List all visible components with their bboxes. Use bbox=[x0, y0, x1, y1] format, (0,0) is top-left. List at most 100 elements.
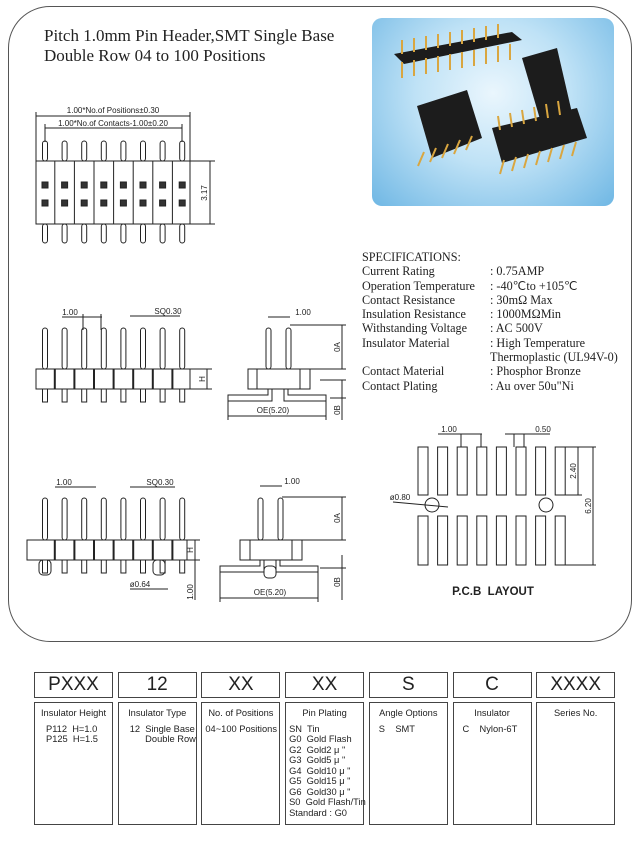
pin bbox=[159, 140, 166, 162]
pin bbox=[61, 140, 68, 162]
contact-square bbox=[61, 199, 69, 207]
side-view-2-drawing: 1.00 SQ0.30 H ø0.64 1.00 1.00 0A 0B OE(5… bbox=[26, 477, 346, 602]
pin-stub bbox=[100, 559, 107, 574]
order-option: S SMT bbox=[378, 723, 415, 734]
pcb-pad bbox=[476, 446, 488, 496]
dim-pad-width: 0.50 bbox=[535, 425, 551, 434]
spec-label: Contact Resistance bbox=[362, 292, 456, 307]
order-code-box: C bbox=[452, 672, 532, 698]
order-option: 12 Single Base bbox=[129, 723, 195, 734]
pin bbox=[81, 223, 88, 244]
side-view-1-drawing: 1.00 SQ0.30 H 1.00 0A 0B OE(5.20) bbox=[35, 307, 346, 420]
order-code-box: S bbox=[368, 672, 448, 698]
contact-square bbox=[41, 181, 49, 189]
pin-stub bbox=[61, 559, 68, 574]
spec-value: Thermoplastic (UL94V-0) bbox=[490, 350, 618, 365]
dim-overall-length: 1.00*No.of Positions±0.30 bbox=[67, 106, 160, 115]
order-heading: Insulator bbox=[474, 708, 510, 718]
pin bbox=[179, 140, 186, 162]
pin bbox=[100, 497, 107, 541]
order-option: S0 Gold Flash/Tin bbox=[289, 797, 366, 807]
pin-stub bbox=[179, 559, 186, 574]
order-heading: Series No. bbox=[553, 708, 598, 718]
spec-label: Contact Material bbox=[362, 364, 445, 379]
pcb-pad bbox=[417, 515, 429, 566]
pin bbox=[140, 223, 146, 244]
spec-label: Insulation Resistance bbox=[362, 307, 466, 322]
order-option: G0 Gold Flash bbox=[289, 734, 352, 744]
pin-stub bbox=[120, 388, 127, 403]
spec-row: Contact Material : Phosphor Bronze bbox=[362, 364, 618, 378]
spec-value: : 1000MΩMin bbox=[490, 307, 562, 322]
contact-square bbox=[159, 199, 167, 207]
order-option: G2 Gold2 μ " bbox=[289, 744, 346, 755]
order-option: P125 H=1.5 bbox=[46, 734, 98, 744]
pcb-pad bbox=[417, 446, 429, 496]
dim-pcb-pitch: 1.00 bbox=[441, 425, 457, 434]
order-code-box: 12 bbox=[117, 672, 197, 698]
pcb-pad bbox=[554, 446, 566, 496]
pcb-pad bbox=[515, 515, 527, 566]
spec-value: : Phosphor Bronze bbox=[490, 364, 581, 379]
dim-side-pitch: 1.00 bbox=[295, 308, 311, 317]
order-option: P112 H=1.0 bbox=[46, 723, 98, 734]
contact-square bbox=[178, 199, 186, 207]
pin bbox=[179, 497, 186, 541]
pin bbox=[179, 223, 186, 244]
pin bbox=[120, 140, 127, 162]
datasheet-frame bbox=[8, 6, 632, 642]
dim-post-dia: ø0.64 bbox=[130, 580, 151, 589]
dim-oa: 0A bbox=[333, 341, 342, 351]
pcb-layout-label: P.C.B LAYOUT bbox=[452, 586, 534, 598]
top-view-drawing: 1.00*No.of Positions±0.30 1.00*No.of Con… bbox=[35, 106, 215, 244]
pcb-pad bbox=[476, 515, 488, 566]
pin bbox=[61, 327, 68, 370]
order-option: G5 Gold15 μ " bbox=[289, 776, 351, 786]
contact-square bbox=[41, 199, 49, 207]
pcb-pad bbox=[495, 446, 507, 496]
pin bbox=[61, 223, 68, 244]
pin-stub bbox=[42, 559, 48, 574]
spec-label: Current Rating bbox=[362, 264, 435, 279]
dim-square-2: SQ0.30 bbox=[146, 478, 174, 487]
dim-oa-2: 0A bbox=[333, 512, 342, 522]
dim-pad-length: 2.40 bbox=[569, 463, 578, 479]
title-line-2: Double Row 04 to 100 Positions bbox=[44, 46, 266, 65]
dim-side-pitch-2: 1.00 bbox=[284, 477, 300, 486]
dim-h-2: H bbox=[186, 547, 195, 553]
order-code-box: XX bbox=[201, 672, 281, 698]
spec-value: : High Temperature bbox=[490, 335, 586, 350]
dim-contacts-length: 1.00*No.of Contacts-1.00±0.20 bbox=[58, 119, 168, 128]
pin-stub bbox=[120, 559, 127, 574]
pin bbox=[42, 223, 48, 244]
order-heading: Pin Plating bbox=[302, 708, 347, 718]
spec-row: Current Rating: 0.75AMP bbox=[362, 264, 618, 278]
dim-ob: 0B bbox=[333, 405, 342, 415]
order-heading: Angle Options bbox=[379, 708, 438, 718]
dim-oe: OE(5.20) bbox=[257, 406, 290, 415]
pcb-pad bbox=[535, 515, 547, 566]
spec-label: Contact Plating bbox=[362, 378, 438, 393]
pcb-pad bbox=[495, 515, 507, 566]
pin-stub bbox=[140, 559, 146, 574]
pin bbox=[81, 497, 88, 541]
dim-square: SQ0.30 bbox=[154, 307, 182, 316]
technical-drawings: 1.00*No.of Positions±0.30 1.00*No.of Con… bbox=[26, 106, 596, 602]
contact-square bbox=[139, 199, 147, 207]
order-heading: Insulator Height bbox=[40, 708, 107, 718]
pin bbox=[42, 327, 48, 370]
pin bbox=[159, 223, 166, 244]
order-code-box: XXXX bbox=[536, 672, 616, 698]
pcb-pad bbox=[437, 515, 449, 566]
dim-pitch: 1.00 bbox=[62, 308, 78, 317]
order-heading: Insulator Type bbox=[128, 708, 187, 718]
order-option: Standard : G0 bbox=[289, 807, 347, 818]
contact-square bbox=[178, 181, 186, 189]
spec-row: Operation Temperature: -40℃to +105℃ bbox=[362, 279, 618, 293]
pin-stub bbox=[61, 388, 68, 403]
pin bbox=[120, 497, 127, 541]
contact-square bbox=[80, 199, 88, 207]
order-code-box: XX bbox=[285, 672, 365, 698]
